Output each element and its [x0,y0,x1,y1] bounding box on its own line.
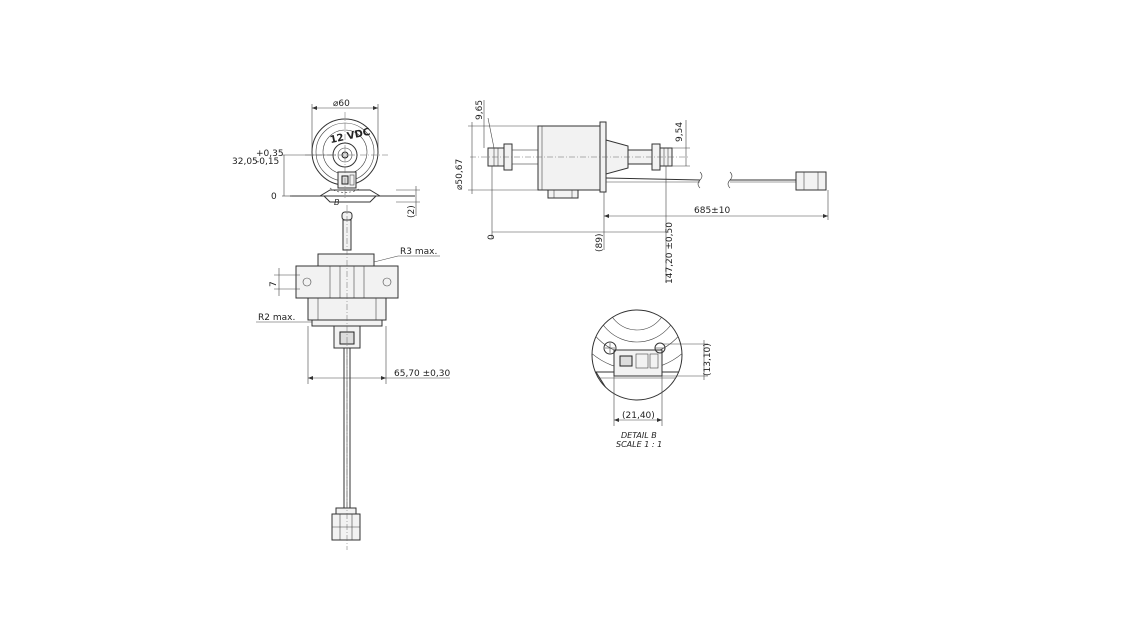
dimension-ref-89: (89) [595,234,605,252]
detail-b: (13,10) (21,40) DETAIL B SCALE 1 : 1 [591,309,713,449]
dimension-ref-2: (2) [407,205,417,218]
dimension-tolerance-minus: -0,15 [256,157,279,167]
radius-r3-label: R3 max. [400,247,437,257]
dimension-9-65: 9,65 [475,100,485,120]
datum-zero-side: 0 [487,234,497,240]
dimension-height-32: 32,05 [232,157,258,167]
side-view: ⌀50,67 9,65 9,54 0 (89) 147,20 ±0,50 685… [455,100,829,284]
dimension-width-65-70: 65,70 ±0,30 [394,369,450,379]
top-view: R3 max. 7 R2 max. 65,70 ±0,30 [256,205,450,550]
dimension-685: 685±10 [694,206,730,216]
dimension-tolerance-plus: +0,35 [256,149,284,159]
dimension-dia-50-67: ⌀50,67 [455,159,465,190]
dimension-7: 7 [269,281,279,287]
radius-r2-label: R2 max. [258,313,295,323]
datum-zero-front: 0 [271,192,277,202]
front-view: 12 VDC ⌀60 +0,35 32,05 -0,15 0 B (2) [232,99,420,218]
detail-b-marker: B [334,198,340,207]
detail-title: DETAIL B [621,431,657,440]
dimension-13-10: (13,10) [703,343,713,376]
dimension-dia-60: ⌀60 [333,99,350,109]
dimension-147-20: 147,20 ±0,50 [665,222,675,284]
detail-scale: SCALE 1 : 1 [616,440,662,449]
dimension-21-40: (21,40) [622,411,655,421]
dimension-9-54: 9,54 [675,122,685,142]
